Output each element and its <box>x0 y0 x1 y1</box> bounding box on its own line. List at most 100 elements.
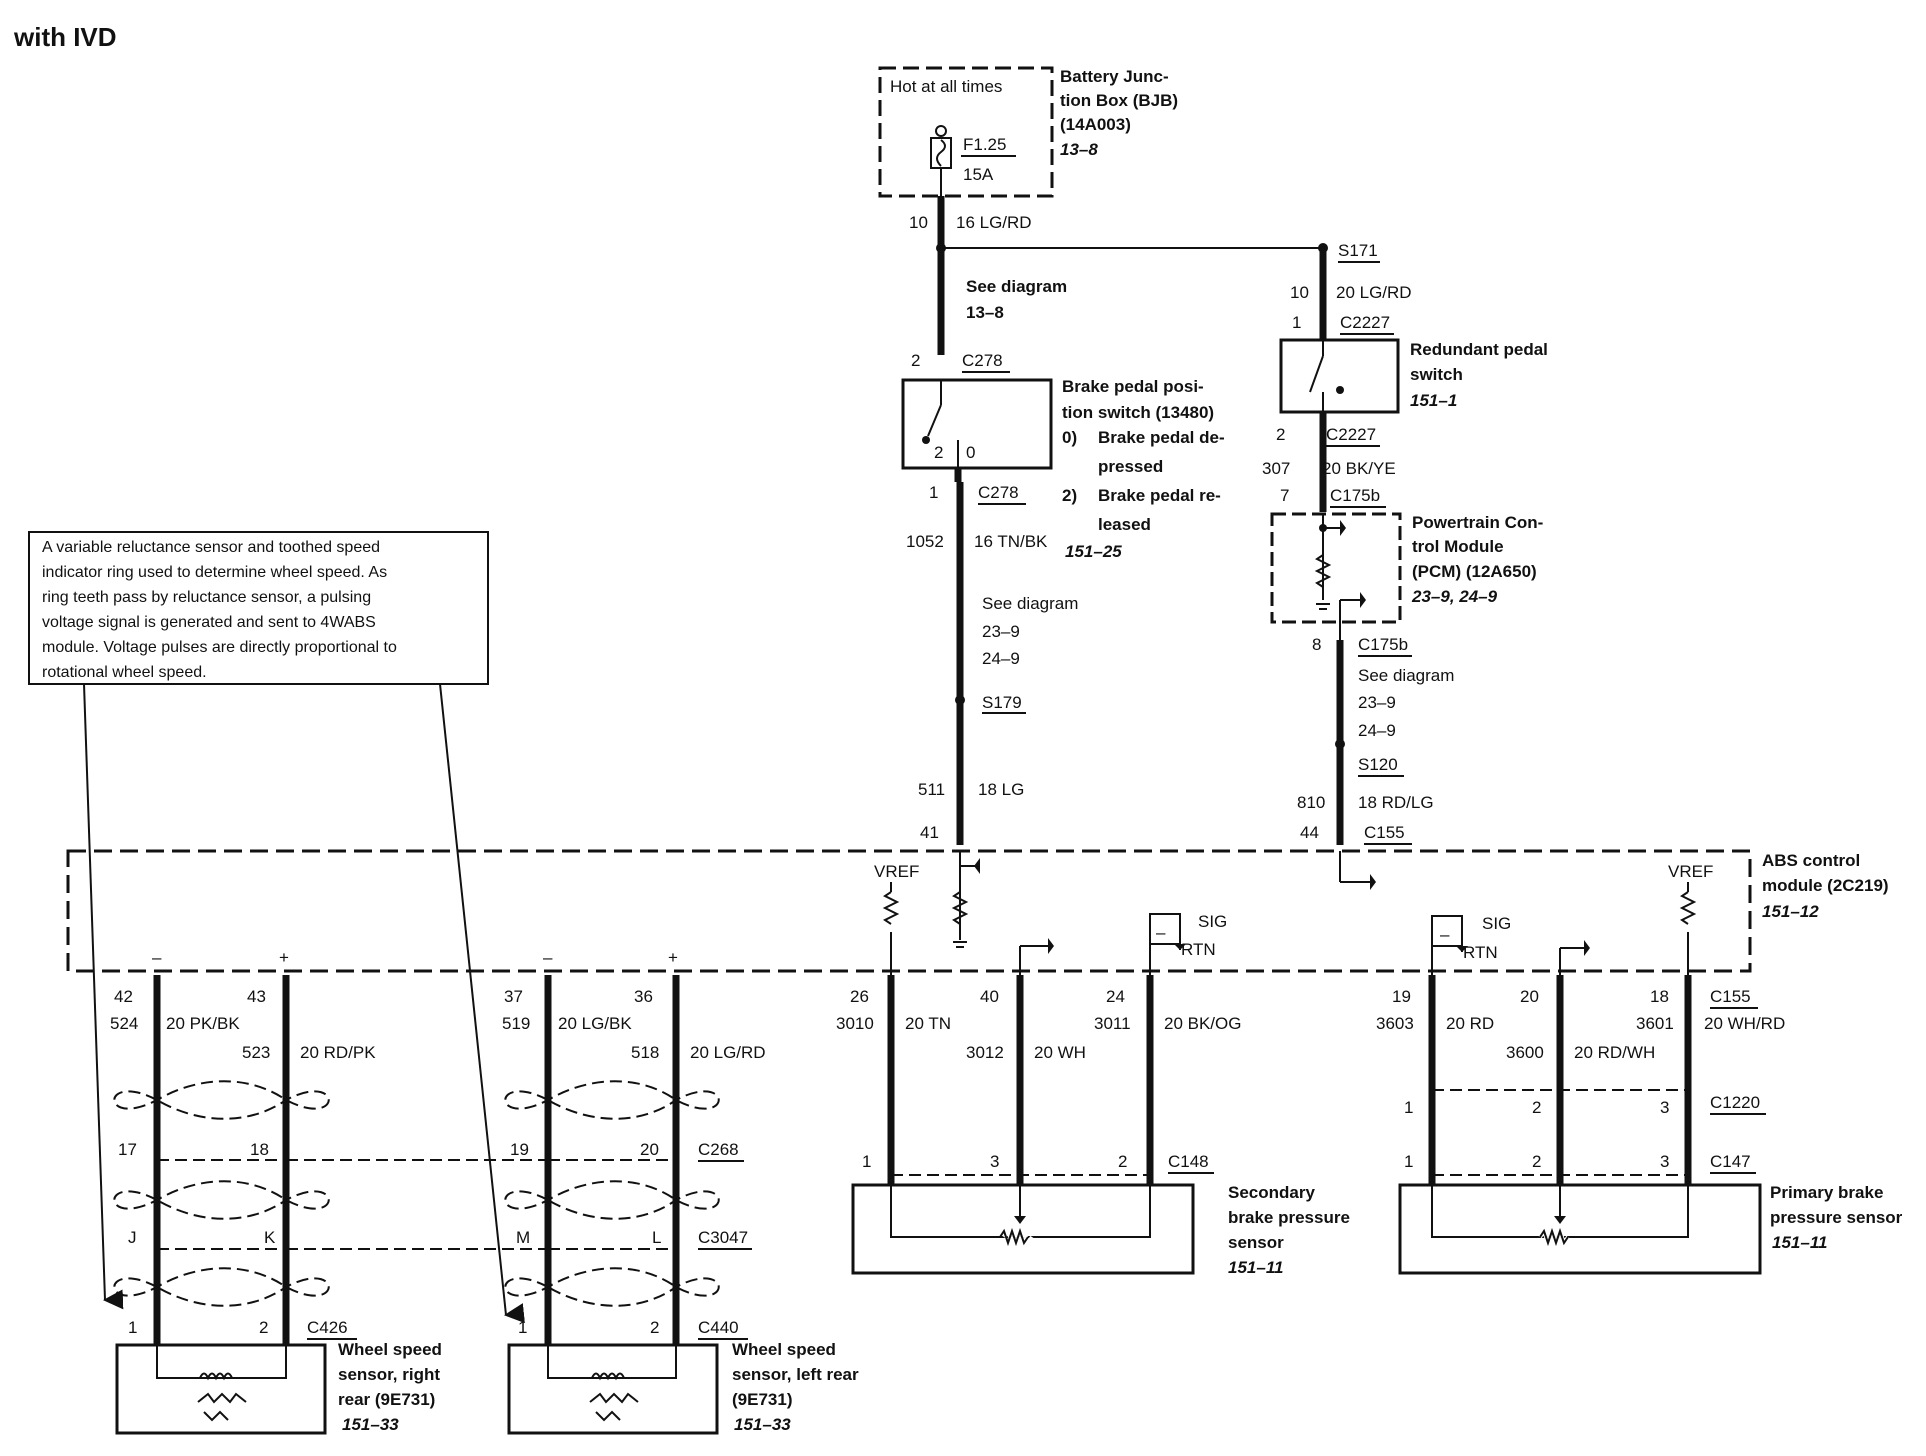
svg-text:C147: C147 <box>1710 1152 1751 1171</box>
svg-text:leased: leased <box>1098 515 1151 534</box>
svg-text:307: 307 <box>1262 459 1290 478</box>
svg-text:524: 524 <box>110 1014 138 1033</box>
svg-text:20 LG/BK: 20 LG/BK <box>558 1014 632 1033</box>
svg-text:518: 518 <box>631 1043 659 1062</box>
svg-text:20 PK/BK: 20 PK/BK <box>166 1014 240 1033</box>
svg-text:C278: C278 <box>962 351 1003 370</box>
svg-text:S179: S179 <box>982 693 1022 712</box>
svg-text:151–11: 151–11 <box>1228 1258 1283 1277</box>
svg-text:A variable reluctance sensor a: A variable reluctance sensor and toothed… <box>42 539 380 556</box>
svg-text:Brake pedal de-: Brake pedal de- <box>1098 428 1225 447</box>
svg-text:20 TN: 20 TN <box>905 1014 951 1033</box>
svg-text:151–11: 151–11 <box>1772 1233 1827 1252</box>
svg-text:20: 20 <box>1520 987 1539 1006</box>
svg-text:41: 41 <box>920 823 939 842</box>
svg-text:tion switch (13480): tion switch (13480) <box>1062 403 1214 422</box>
svg-text:Brake pedal posi-: Brake pedal posi- <box>1062 377 1204 396</box>
svg-text:2: 2 <box>1276 425 1285 444</box>
svg-text:1: 1 <box>1404 1098 1413 1117</box>
svg-text:36: 36 <box>634 987 653 1006</box>
svg-text:rotational wheel speed.: rotational wheel speed. <box>42 664 207 681</box>
diagram-title: with IVD <box>13 22 117 52</box>
svg-text:(14A003): (14A003) <box>1060 115 1131 134</box>
svg-text:3: 3 <box>990 1152 999 1171</box>
svg-text:C148: C148 <box>1168 1152 1209 1171</box>
svg-text:SIG: SIG <box>1198 912 1227 931</box>
svg-text:20: 20 <box>640 1140 659 1159</box>
svg-text:17: 17 <box>118 1140 137 1159</box>
svg-text:Secondary: Secondary <box>1228 1183 1315 1202</box>
svg-text:511: 511 <box>918 780 945 799</box>
svg-text:C175b: C175b <box>1330 486 1380 505</box>
svg-text:2: 2 <box>934 443 943 462</box>
svg-text:3010: 3010 <box>836 1014 874 1033</box>
svg-text:Battery Junc-: Battery Junc- <box>1060 67 1169 86</box>
svg-text:voltage signal is generated an: voltage signal is generated and sent to … <box>42 614 376 631</box>
svg-text:19: 19 <box>510 1140 529 1159</box>
svg-text:20 BK/YE: 20 BK/YE <box>1322 459 1396 478</box>
svg-text:151–1: 151–1 <box>1410 391 1457 410</box>
svg-text:sensor, right: sensor, right <box>338 1365 440 1384</box>
svg-text:C426: C426 <box>307 1318 348 1337</box>
svg-text:Powertrain Con-: Powertrain Con- <box>1412 513 1543 532</box>
svg-text:2: 2 <box>1532 1098 1541 1117</box>
svg-text:18: 18 <box>1650 987 1669 1006</box>
svg-text:523: 523 <box>242 1043 270 1062</box>
svg-text:–: – <box>1440 925 1450 944</box>
svg-text:20 BK/OG: 20 BK/OG <box>1164 1014 1241 1033</box>
svg-text:43: 43 <box>247 987 266 1006</box>
svg-text:ring teeth pass by reluctance: ring teeth pass by reluctance sensor, a … <box>42 589 371 606</box>
svg-text:23–9: 23–9 <box>982 622 1020 641</box>
svg-text:24–9: 24–9 <box>982 649 1020 668</box>
svg-text:15A: 15A <box>963 165 994 184</box>
wheel-speed-sensor-left-rear: 37 36 519 20 LG/BK 518 20 LG/RD 19 20 C2… <box>286 975 859 1435</box>
svg-text:44: 44 <box>1300 823 1319 842</box>
svg-text:C268: C268 <box>698 1140 739 1159</box>
svg-text:1: 1 <box>518 1318 527 1337</box>
svg-text:S171: S171 <box>1338 241 1378 260</box>
svg-text:switch: switch <box>1410 365 1463 384</box>
svg-text:Brake pedal re-: Brake pedal re- <box>1098 486 1221 505</box>
svg-text:2): 2) <box>1062 486 1077 505</box>
svg-text:37: 37 <box>504 987 523 1006</box>
svg-text:Primary brake: Primary brake <box>1770 1183 1883 1202</box>
svg-text:23–9, 24–9: 23–9, 24–9 <box>1411 587 1498 606</box>
svg-text:26: 26 <box>850 987 869 1006</box>
svg-text:7: 7 <box>1280 486 1289 505</box>
svg-text:3: 3 <box>1660 1152 1669 1171</box>
svg-text:Wheel speed: Wheel speed <box>338 1340 442 1359</box>
svg-text:151–12: 151–12 <box>1762 902 1819 921</box>
svg-text:(PCM) (12A650): (PCM) (12A650) <box>1412 562 1537 581</box>
svg-text:151–25: 151–25 <box>1065 542 1122 561</box>
svg-text:module. Voltage pulses are dir: module. Voltage pulses are directly prop… <box>42 639 397 656</box>
secondary-brake-pressure-sensor: 26 40 24 3010 20 TN 3011 20 BK/OG 3012 2… <box>836 975 1350 1277</box>
svg-text:1: 1 <box>1404 1152 1413 1171</box>
svg-text:2: 2 <box>911 351 920 370</box>
svg-text:–: – <box>1156 923 1166 942</box>
svg-text:519: 519 <box>502 1014 530 1033</box>
svg-text:C2227: C2227 <box>1340 313 1390 332</box>
svg-text:18 LG: 18 LG <box>978 780 1024 799</box>
svg-text:SIG: SIG <box>1482 914 1511 933</box>
battery-junction-box: Hot at all times F1.25 15A Battery Junc-… <box>878 66 1178 198</box>
svg-text:16 TN/BK: 16 TN/BK <box>974 532 1048 551</box>
svg-text:Hot at all times: Hot at all times <box>890 77 1002 96</box>
svg-text:810: 810 <box>1297 793 1325 812</box>
svg-text:(9E731): (9E731) <box>732 1390 792 1409</box>
svg-text:pressure sensor: pressure sensor <box>1770 1208 1903 1227</box>
svg-text:See diagram: See diagram <box>982 594 1078 613</box>
brake-pedal-position-switch: 2 C278 2 0 Brake pedal posi- tion switch… <box>901 351 1225 561</box>
svg-text:24: 24 <box>1106 987 1125 1006</box>
redundant-pedal-switch: 1 C2227 Redundant pedal switch 151–1 2 C… <box>1276 313 1548 447</box>
svg-text:C1220: C1220 <box>1710 1093 1760 1112</box>
svg-text:1: 1 <box>929 483 938 502</box>
svg-text:+: + <box>279 948 289 967</box>
svg-text:C175b: C175b <box>1358 635 1408 654</box>
svg-text:1: 1 <box>128 1318 137 1337</box>
svg-text:sensor: sensor <box>1228 1233 1284 1252</box>
svg-text:20 RD: 20 RD <box>1446 1014 1494 1033</box>
svg-text:16 LG/RD: 16 LG/RD <box>956 213 1032 232</box>
note-box: A variable reluctance sensor and toothed… <box>28 531 525 1324</box>
svg-text:20 RD/PK: 20 RD/PK <box>300 1043 376 1062</box>
